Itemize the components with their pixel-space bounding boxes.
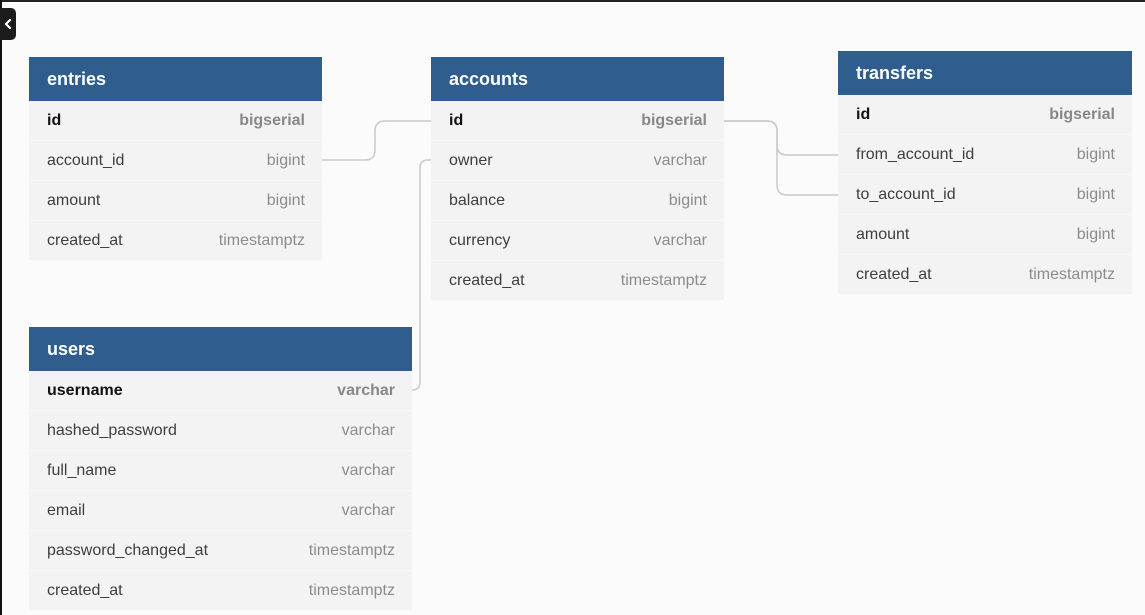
field-type: bigint [1076, 145, 1115, 163]
field-name: to_account_id [856, 185, 956, 203]
sidebar-collapse-button[interactable] [0, 8, 16, 40]
field-row[interactable]: hashed_password varchar [29, 411, 412, 451]
field-name: hashed_password [47, 421, 177, 439]
field-row[interactable]: full_name varchar [29, 451, 412, 491]
field-type: bigserial [1049, 105, 1115, 123]
field-row[interactable]: email varchar [29, 491, 412, 531]
field-name: from_account_id [856, 145, 975, 163]
field-name: username [47, 381, 123, 399]
field-name: created_at [856, 265, 932, 283]
field-type: timestamptz [218, 231, 305, 249]
field-type: bigint [668, 191, 707, 209]
table-entries[interactable]: entries id bigserial account_id bigint a… [29, 57, 322, 261]
field-name: id [449, 111, 464, 129]
chevron-left-icon [4, 19, 12, 29]
field-row[interactable]: id bigserial [838, 95, 1132, 135]
field-name: id [856, 105, 871, 123]
field-row[interactable]: balance bigint [431, 181, 724, 221]
field-name: email [47, 501, 86, 519]
field-row[interactable]: id bigserial [431, 101, 724, 141]
field-type: varchar [341, 501, 395, 519]
field-row[interactable]: password_changed_at timestamptz [29, 531, 412, 571]
field-row[interactable]: to_account_id bigint [838, 175, 1132, 215]
field-type: varchar [341, 421, 395, 439]
table-header[interactable]: transfers [838, 51, 1132, 95]
field-type: bigint [1076, 185, 1115, 203]
field-name: created_at [47, 231, 123, 249]
field-name: amount [856, 225, 910, 243]
field-type: bigint [1076, 225, 1115, 243]
field-row[interactable]: amount bigint [838, 215, 1132, 255]
field-name: owner [449, 151, 493, 169]
field-type: timestamptz [620, 271, 707, 289]
field-type: bigint [266, 191, 305, 209]
field-row[interactable]: created_at timestamptz [29, 571, 412, 611]
field-row[interactable]: owner varchar [431, 141, 724, 181]
table-header[interactable]: accounts [431, 57, 724, 101]
field-row[interactable]: account_id bigint [29, 141, 322, 181]
relationship-entries-accounts [322, 120, 431, 161]
field-name: balance [449, 191, 506, 209]
window-top-border [0, 0, 1145, 2]
relationship-transfers-from-accounts [724, 120, 838, 156]
field-row[interactable]: amount bigint [29, 181, 322, 221]
field-name: created_at [47, 581, 123, 599]
field-name: password_changed_at [47, 541, 209, 559]
field-name: created_at [449, 271, 525, 289]
field-row[interactable]: created_at timestamptz [838, 255, 1132, 295]
table-header[interactable]: users [29, 327, 412, 371]
field-type: bigserial [239, 111, 305, 129]
field-name: id [47, 111, 62, 129]
table-header[interactable]: entries [29, 57, 322, 101]
relationship-transfers-to-accounts [724, 120, 838, 196]
table-transfers[interactable]: transfers id bigserial from_account_id b… [838, 51, 1132, 295]
field-type: bigserial [641, 111, 707, 129]
field-type: timestamptz [1028, 265, 1115, 283]
field-row[interactable]: id bigserial [29, 101, 322, 141]
field-type: varchar [337, 381, 395, 399]
field-row[interactable]: currency varchar [431, 221, 724, 261]
field-name: account_id [47, 151, 125, 169]
field-type: bigint [266, 151, 305, 169]
field-type: timestamptz [308, 581, 395, 599]
relationship-accounts-users [411, 159, 431, 391]
field-name: amount [47, 191, 101, 209]
table-accounts[interactable]: accounts id bigserial owner varchar bala… [431, 57, 724, 301]
field-row[interactable]: from_account_id bigint [838, 135, 1132, 175]
field-type: varchar [341, 461, 395, 479]
field-row[interactable]: created_at timestamptz [29, 221, 322, 261]
field-type: timestamptz [308, 541, 395, 559]
field-type: varchar [653, 231, 707, 249]
table-users[interactable]: users username varchar hashed_password v… [29, 327, 412, 611]
field-row[interactable]: created_at timestamptz [431, 261, 724, 301]
field-row[interactable]: username varchar [29, 371, 412, 411]
field-type: varchar [653, 151, 707, 169]
field-name: currency [449, 231, 511, 249]
field-name: full_name [47, 461, 117, 479]
window-left-border [0, 0, 2, 615]
